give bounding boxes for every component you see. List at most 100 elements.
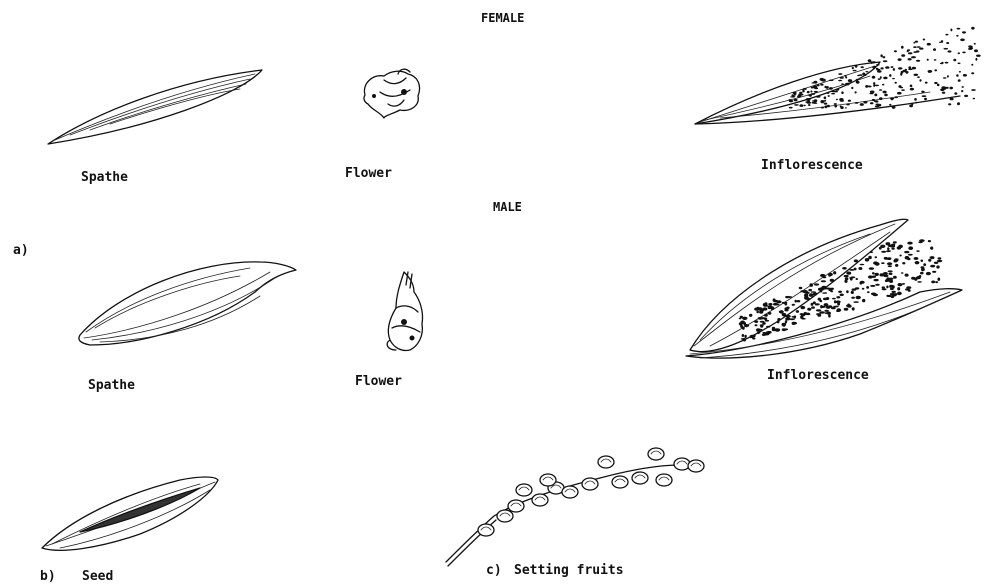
stipple-mark <box>779 310 784 313</box>
stipple-mark <box>928 259 931 262</box>
stipple-mark <box>887 247 889 250</box>
fruit <box>612 476 628 488</box>
stipple-mark <box>895 264 898 267</box>
stipple-mark <box>792 322 796 325</box>
female-spathe-drawing <box>48 70 262 144</box>
stipple-mark <box>784 309 788 312</box>
stipple-mark <box>739 318 742 320</box>
fruit <box>478 524 494 536</box>
stipple-mark <box>956 74 958 77</box>
stipple-mark <box>763 307 768 310</box>
stipple-mark <box>941 40 943 43</box>
stipple-mark <box>922 95 927 97</box>
stipple-mark <box>971 64 973 66</box>
part-c-label: c) <box>486 563 502 578</box>
stipple-mark <box>807 91 810 93</box>
stipple-mark <box>915 261 920 264</box>
stipple-mark <box>799 287 803 289</box>
stipple-mark <box>768 303 772 305</box>
male-flower-label: Flower <box>355 374 402 389</box>
stipple-mark <box>889 285 894 288</box>
stipple-mark <box>914 74 919 76</box>
stipple-mark <box>968 45 972 47</box>
fruit <box>632 472 648 484</box>
stipple-mark <box>960 39 965 42</box>
stipple-mark <box>798 94 801 97</box>
stipple-mark <box>917 46 921 48</box>
stipple-mark <box>928 240 931 242</box>
stipple-mark <box>776 300 781 303</box>
stipple-mark <box>823 298 828 301</box>
stipple-mark <box>800 306 805 309</box>
stipple-mark <box>881 251 886 253</box>
stipple-mark <box>818 298 821 301</box>
stipple-mark <box>756 328 760 332</box>
stipple-mark <box>923 263 926 266</box>
stipple-mark <box>851 291 854 294</box>
stipple-mark <box>824 103 827 105</box>
stipple-mark <box>761 317 765 319</box>
stipple-mark <box>813 85 817 88</box>
stipple-mark <box>814 283 819 285</box>
stipple-mark <box>894 258 898 260</box>
stipple-mark <box>880 76 882 79</box>
stipple-mark <box>852 67 854 70</box>
stipple-mark <box>963 74 967 77</box>
stipple-mark <box>897 92 902 95</box>
stipple-mark <box>889 272 893 275</box>
stipple-mark <box>811 303 814 306</box>
stipple-mark <box>820 84 823 86</box>
stipple-mark <box>834 103 837 105</box>
fruit <box>516 484 532 496</box>
stipple-mark <box>919 275 922 277</box>
stipple-mark <box>873 84 875 87</box>
stipple-mark <box>880 273 884 276</box>
stipple-mark <box>828 289 832 291</box>
stipple-mark <box>799 104 803 107</box>
stipple-mark <box>787 296 792 298</box>
stipple-mark <box>883 56 886 58</box>
stipple-mark <box>892 291 896 293</box>
stipple-mark <box>785 317 790 320</box>
stipple-mark <box>948 103 951 105</box>
stipple-mark <box>897 246 901 249</box>
stipple-mark <box>840 294 844 297</box>
stipple-mark <box>924 98 927 100</box>
stipple-mark <box>868 275 873 278</box>
stipple-mark <box>870 251 873 253</box>
stipple-mark <box>806 313 810 315</box>
stipple-mark <box>863 101 867 104</box>
stipple-mark <box>854 268 857 271</box>
stipple-mark <box>923 39 925 41</box>
stipple-mark <box>894 50 897 52</box>
stipple-mark <box>809 283 813 287</box>
stipple-mark <box>842 267 847 270</box>
stipple-mark <box>908 246 913 250</box>
stipple-mark <box>915 102 917 104</box>
stipple-mark <box>917 281 922 283</box>
stipple-mark <box>957 102 960 105</box>
fruit <box>648 448 664 460</box>
stipple-mark <box>957 28 961 30</box>
stipple-mark <box>807 308 811 311</box>
stipple-mark <box>821 280 826 282</box>
male-flower-drawing <box>387 272 422 351</box>
stipple-mark <box>888 270 893 272</box>
stipple-mark <box>898 58 902 61</box>
fruit <box>508 500 524 512</box>
stipple-mark <box>944 48 949 50</box>
setting-fruits-drawing <box>446 448 704 566</box>
stipple-mark <box>954 92 957 95</box>
stipple-mark <box>927 43 931 46</box>
stipple-mark <box>950 98 954 101</box>
stipple-mark <box>854 259 858 262</box>
stipple-mark <box>802 90 804 92</box>
fruit <box>540 474 556 486</box>
stipple-mark <box>878 78 881 80</box>
stipple-mark <box>934 262 939 264</box>
stipple-mark <box>913 46 916 48</box>
stipple-mark <box>872 66 875 69</box>
stipple-mark <box>740 321 745 325</box>
stipple-mark <box>826 105 830 108</box>
